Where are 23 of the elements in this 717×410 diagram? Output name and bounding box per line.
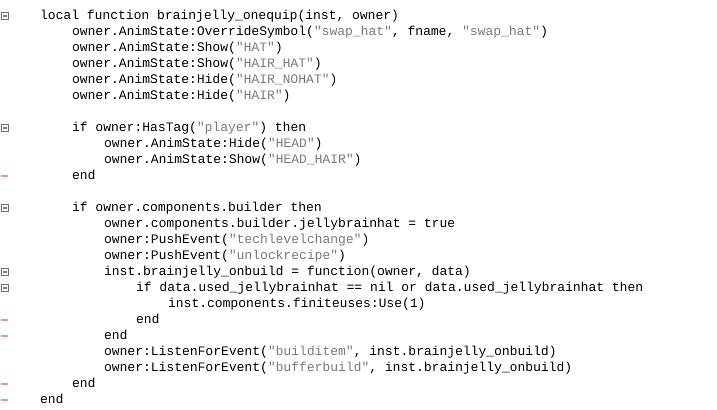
code-line: owner:ListenForEvent("bufferbuild", inst.brainjelly_onbuild) xyxy=(104,360,572,376)
code-line: owner:ListenForEvent("builditem", inst.brainjelly_onbuild) xyxy=(104,344,556,360)
code-line: end xyxy=(72,376,96,392)
code-line: owner:PushEvent("techlevelchange") xyxy=(104,232,370,248)
code-line: end xyxy=(104,328,128,344)
code-line: if owner:HasTag("player") then xyxy=(72,120,306,136)
code-line: local function brainjelly_onequip(inst, owner) xyxy=(40,8,399,24)
code-line: end xyxy=(40,392,64,408)
code-line: end xyxy=(136,312,160,328)
code-line: owner:PushEvent("unlockrecipe") xyxy=(104,248,346,264)
code-line: inst.components.finiteuses:Use(1) xyxy=(168,296,426,312)
code-line: inst.brainjelly_onbuild = function(owner, data) xyxy=(104,264,471,280)
code-line: owner.AnimState:Show("HAT") xyxy=(72,40,283,56)
code-line: owner.AnimState:OverrideSymbol("swap_hat", fname, "swap_hat") xyxy=(72,24,548,40)
code-line: if data.used_jellybrainhat == nil or data.used_jellybrainhat then xyxy=(136,280,644,296)
code-line: owner.AnimState:Hide("HAIR") xyxy=(72,88,290,104)
code-line: owner.AnimState:Hide("HAIR_NOHAT") xyxy=(72,72,338,88)
code-line: owner.AnimState:Show("HEAD_HAIR") xyxy=(104,152,362,168)
code-line: if owner.components.builder then xyxy=(72,200,322,216)
code-line: end xyxy=(72,168,96,184)
code-line: owner.AnimState:Hide("HEAD") xyxy=(104,136,322,152)
code-line: owner.AnimState:Show("HAIR_HAT") xyxy=(72,56,322,72)
code-line: owner.components.builder.jellybrainhat = true xyxy=(104,216,456,232)
